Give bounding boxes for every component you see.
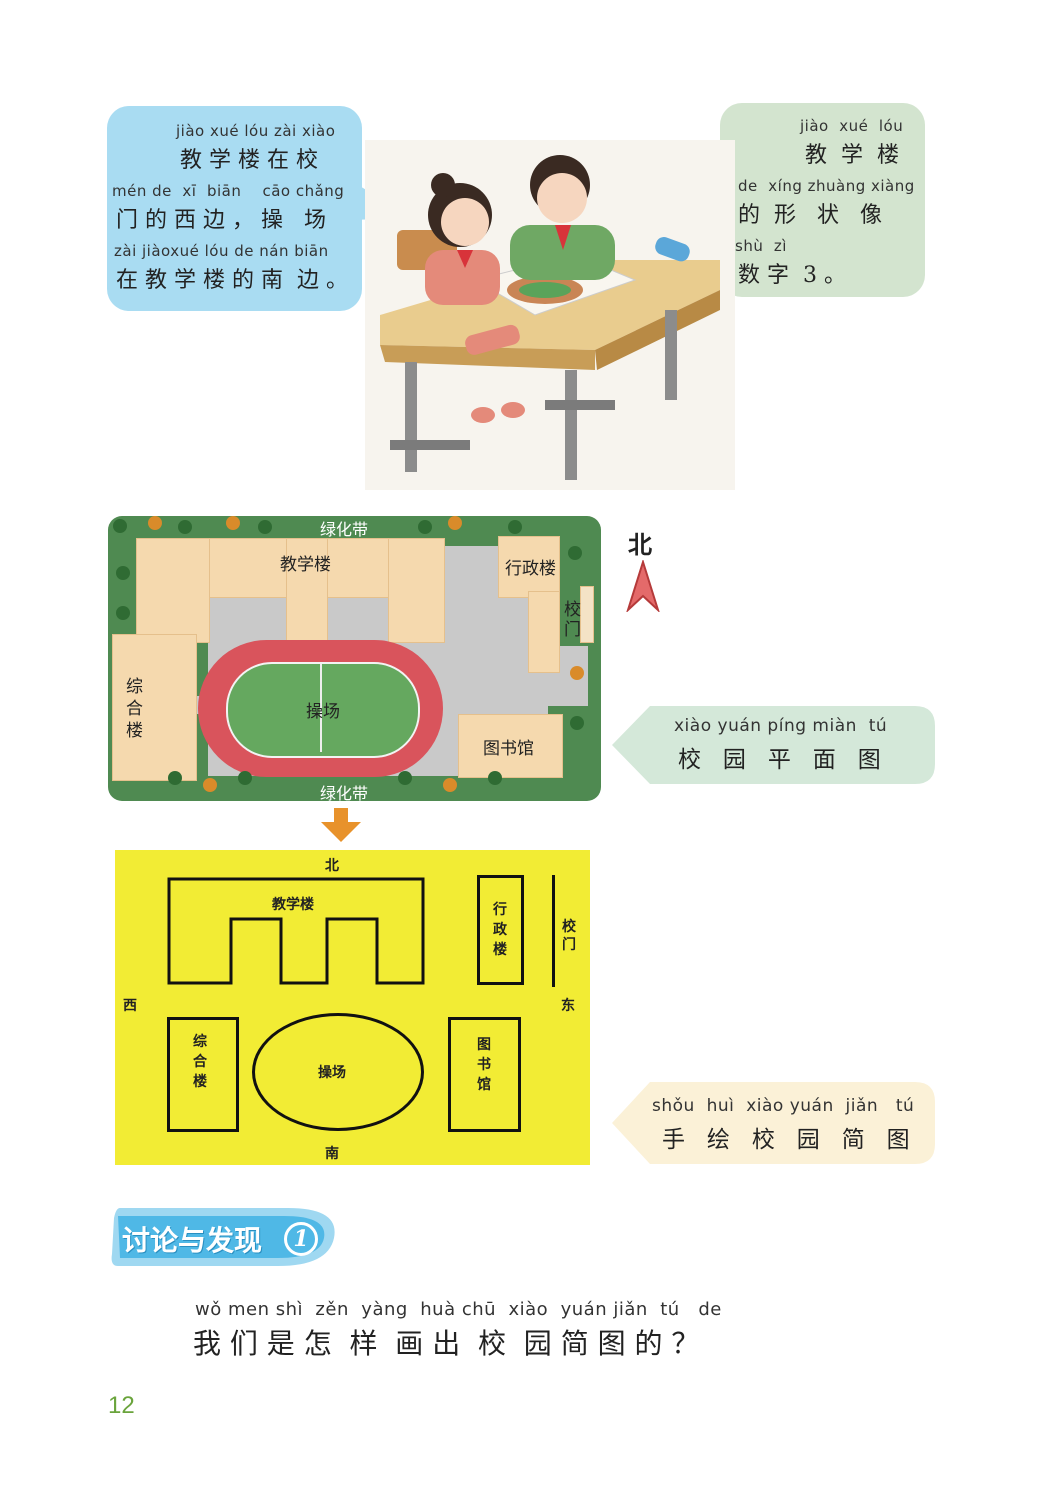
- tree-icon: [148, 516, 162, 530]
- map-label-library: 图书馆: [483, 739, 534, 759]
- sketch-label-field: 操场: [318, 1065, 346, 1081]
- sketch-admin-building: [477, 875, 524, 985]
- admin-building-wing: [528, 591, 560, 673]
- sketch-label-admin: 行 政 楼: [493, 902, 507, 958]
- sketch-north-label: 北: [325, 858, 339, 874]
- library-building: [458, 714, 563, 778]
- sketch-field-oval: [252, 1013, 424, 1131]
- hand-drawn-campus-sketch: 北 南 西 东 教学楼 行 政 楼 校 门 综 合 楼 操场 图 书 馆: [115, 850, 590, 1165]
- tree-icon: [398, 771, 412, 785]
- sketch-west-label: 西: [123, 998, 137, 1014]
- sketch-south-label: 南: [325, 1146, 339, 1162]
- complex-building: [112, 634, 197, 781]
- label-plan-text: 校 园 平 面 图: [678, 747, 881, 773]
- tree-icon: [443, 778, 457, 792]
- bubble-right-text-2: 的 形 状 像: [738, 203, 882, 228]
- section-header-badge: 讨论与发现 1: [108, 1202, 338, 1270]
- bubble-right-pinyin-1: jiào xué lóu: [800, 117, 904, 135]
- tree-icon: [178, 520, 192, 534]
- sketch-label-gate: 校 门: [562, 919, 576, 953]
- tree-icon: [488, 771, 502, 785]
- tree-icon: [570, 666, 584, 680]
- down-arrow-icon: [321, 808, 361, 842]
- map-label-complex: 综 合 楼: [126, 677, 143, 741]
- tree-icon: [508, 520, 522, 534]
- sketch-label-complex: 综 合 楼: [193, 1034, 207, 1090]
- north-arrow-icon: [626, 560, 660, 612]
- sketch-teaching-outline: [167, 877, 425, 985]
- question-pinyin: wǒ men shì zěn yàng huà chū xiào yuán ji…: [195, 1299, 722, 1320]
- bubble-right-pinyin-2: de xíng zhuàng xiàng: [738, 177, 915, 195]
- bubble-right-text-3: 数 字 3 。: [738, 263, 846, 288]
- tree-icon: [113, 519, 127, 533]
- teaching-wing-3: [388, 538, 445, 643]
- map-label-green-bottom: 绿化带: [320, 784, 369, 801]
- sketch-east-label: 东: [561, 998, 575, 1014]
- bubble-left-text-1: 教 学 楼 在 校: [180, 148, 318, 173]
- children-at-desk-illustration: [365, 140, 735, 490]
- label-sketch-pinyin: shǒu huì xiào yuán jiǎn tú: [652, 1096, 915, 1116]
- speech-bubble-left: [107, 106, 362, 311]
- tree-icon: [168, 771, 182, 785]
- map-label-green-top: 绿化带: [320, 520, 369, 539]
- map-label-teaching: 教学楼: [280, 555, 331, 575]
- bubble-left-text-3: 在 教 学 楼 的 南 边 。: [116, 268, 348, 293]
- sketch-label-teaching: 教学楼: [272, 897, 314, 913]
- tree-icon: [116, 606, 130, 620]
- tree-icon: [570, 716, 584, 730]
- bubble-left-pinyin-1: jiào xué lóu zài xiào: [176, 122, 336, 140]
- tree-icon: [418, 520, 432, 534]
- label-sketch-background: [612, 1082, 935, 1164]
- teaching-wing-1: [136, 538, 210, 643]
- bubble-left-pinyin-2: mén de xī biān cāo chǎng: [112, 182, 345, 200]
- sketch-library-building: [448, 1017, 521, 1132]
- bubble-left-text-2: 门 的 西 边 ， 操 场: [116, 208, 326, 233]
- sketch-label-library: 图 书 馆: [477, 1037, 491, 1093]
- map-label-field: 操场: [306, 702, 340, 722]
- north-label: 北: [628, 531, 652, 559]
- gate-post: [580, 586, 594, 643]
- road-gate: [438, 646, 588, 706]
- label-plan-background: [612, 706, 935, 784]
- bubble-right-text-1: 教 学 楼: [805, 143, 899, 168]
- campus-plan-map: 绿化带 绿化带 教学楼 行政楼 校 门 综 合 楼 操场 图书馆: [108, 516, 601, 801]
- map-label-gate: 校 门: [564, 600, 581, 640]
- tree-icon: [203, 778, 217, 792]
- admin-building: [498, 536, 560, 598]
- section-number-badge: 1: [284, 1222, 318, 1256]
- tree-icon: [116, 566, 130, 580]
- label-sketch-text: 手 绘 校 园 简 图: [662, 1127, 910, 1153]
- bubble-left-pinyin-3: zài jiàoxué lóu de nán biān: [114, 242, 329, 260]
- sketch-complex-building: [167, 1017, 239, 1132]
- field-center-line: [320, 664, 322, 752]
- tree-icon: [258, 520, 272, 534]
- teaching-wing-2: [286, 538, 328, 643]
- football-field: [226, 662, 420, 758]
- bubble-right-pinyin-3: shù zì: [735, 237, 787, 255]
- speech-bubble-right: [720, 103, 925, 297]
- tree-icon: [226, 516, 240, 530]
- page-number: 12: [108, 1392, 135, 1419]
- label-plan-pinyin: xiào yuán píng miàn tú: [674, 716, 888, 736]
- tree-icon: [448, 516, 462, 530]
- section-title: 讨论与发现: [122, 1224, 263, 1257]
- map-label-admin: 行政楼: [505, 559, 556, 579]
- tree-icon: [568, 546, 582, 560]
- sketch-gate-line: [552, 875, 555, 987]
- tree-icon: [238, 771, 252, 785]
- question-text: 我 们 是 怎 样 画 出 校 园 简 图 的 ？: [193, 1327, 700, 1360]
